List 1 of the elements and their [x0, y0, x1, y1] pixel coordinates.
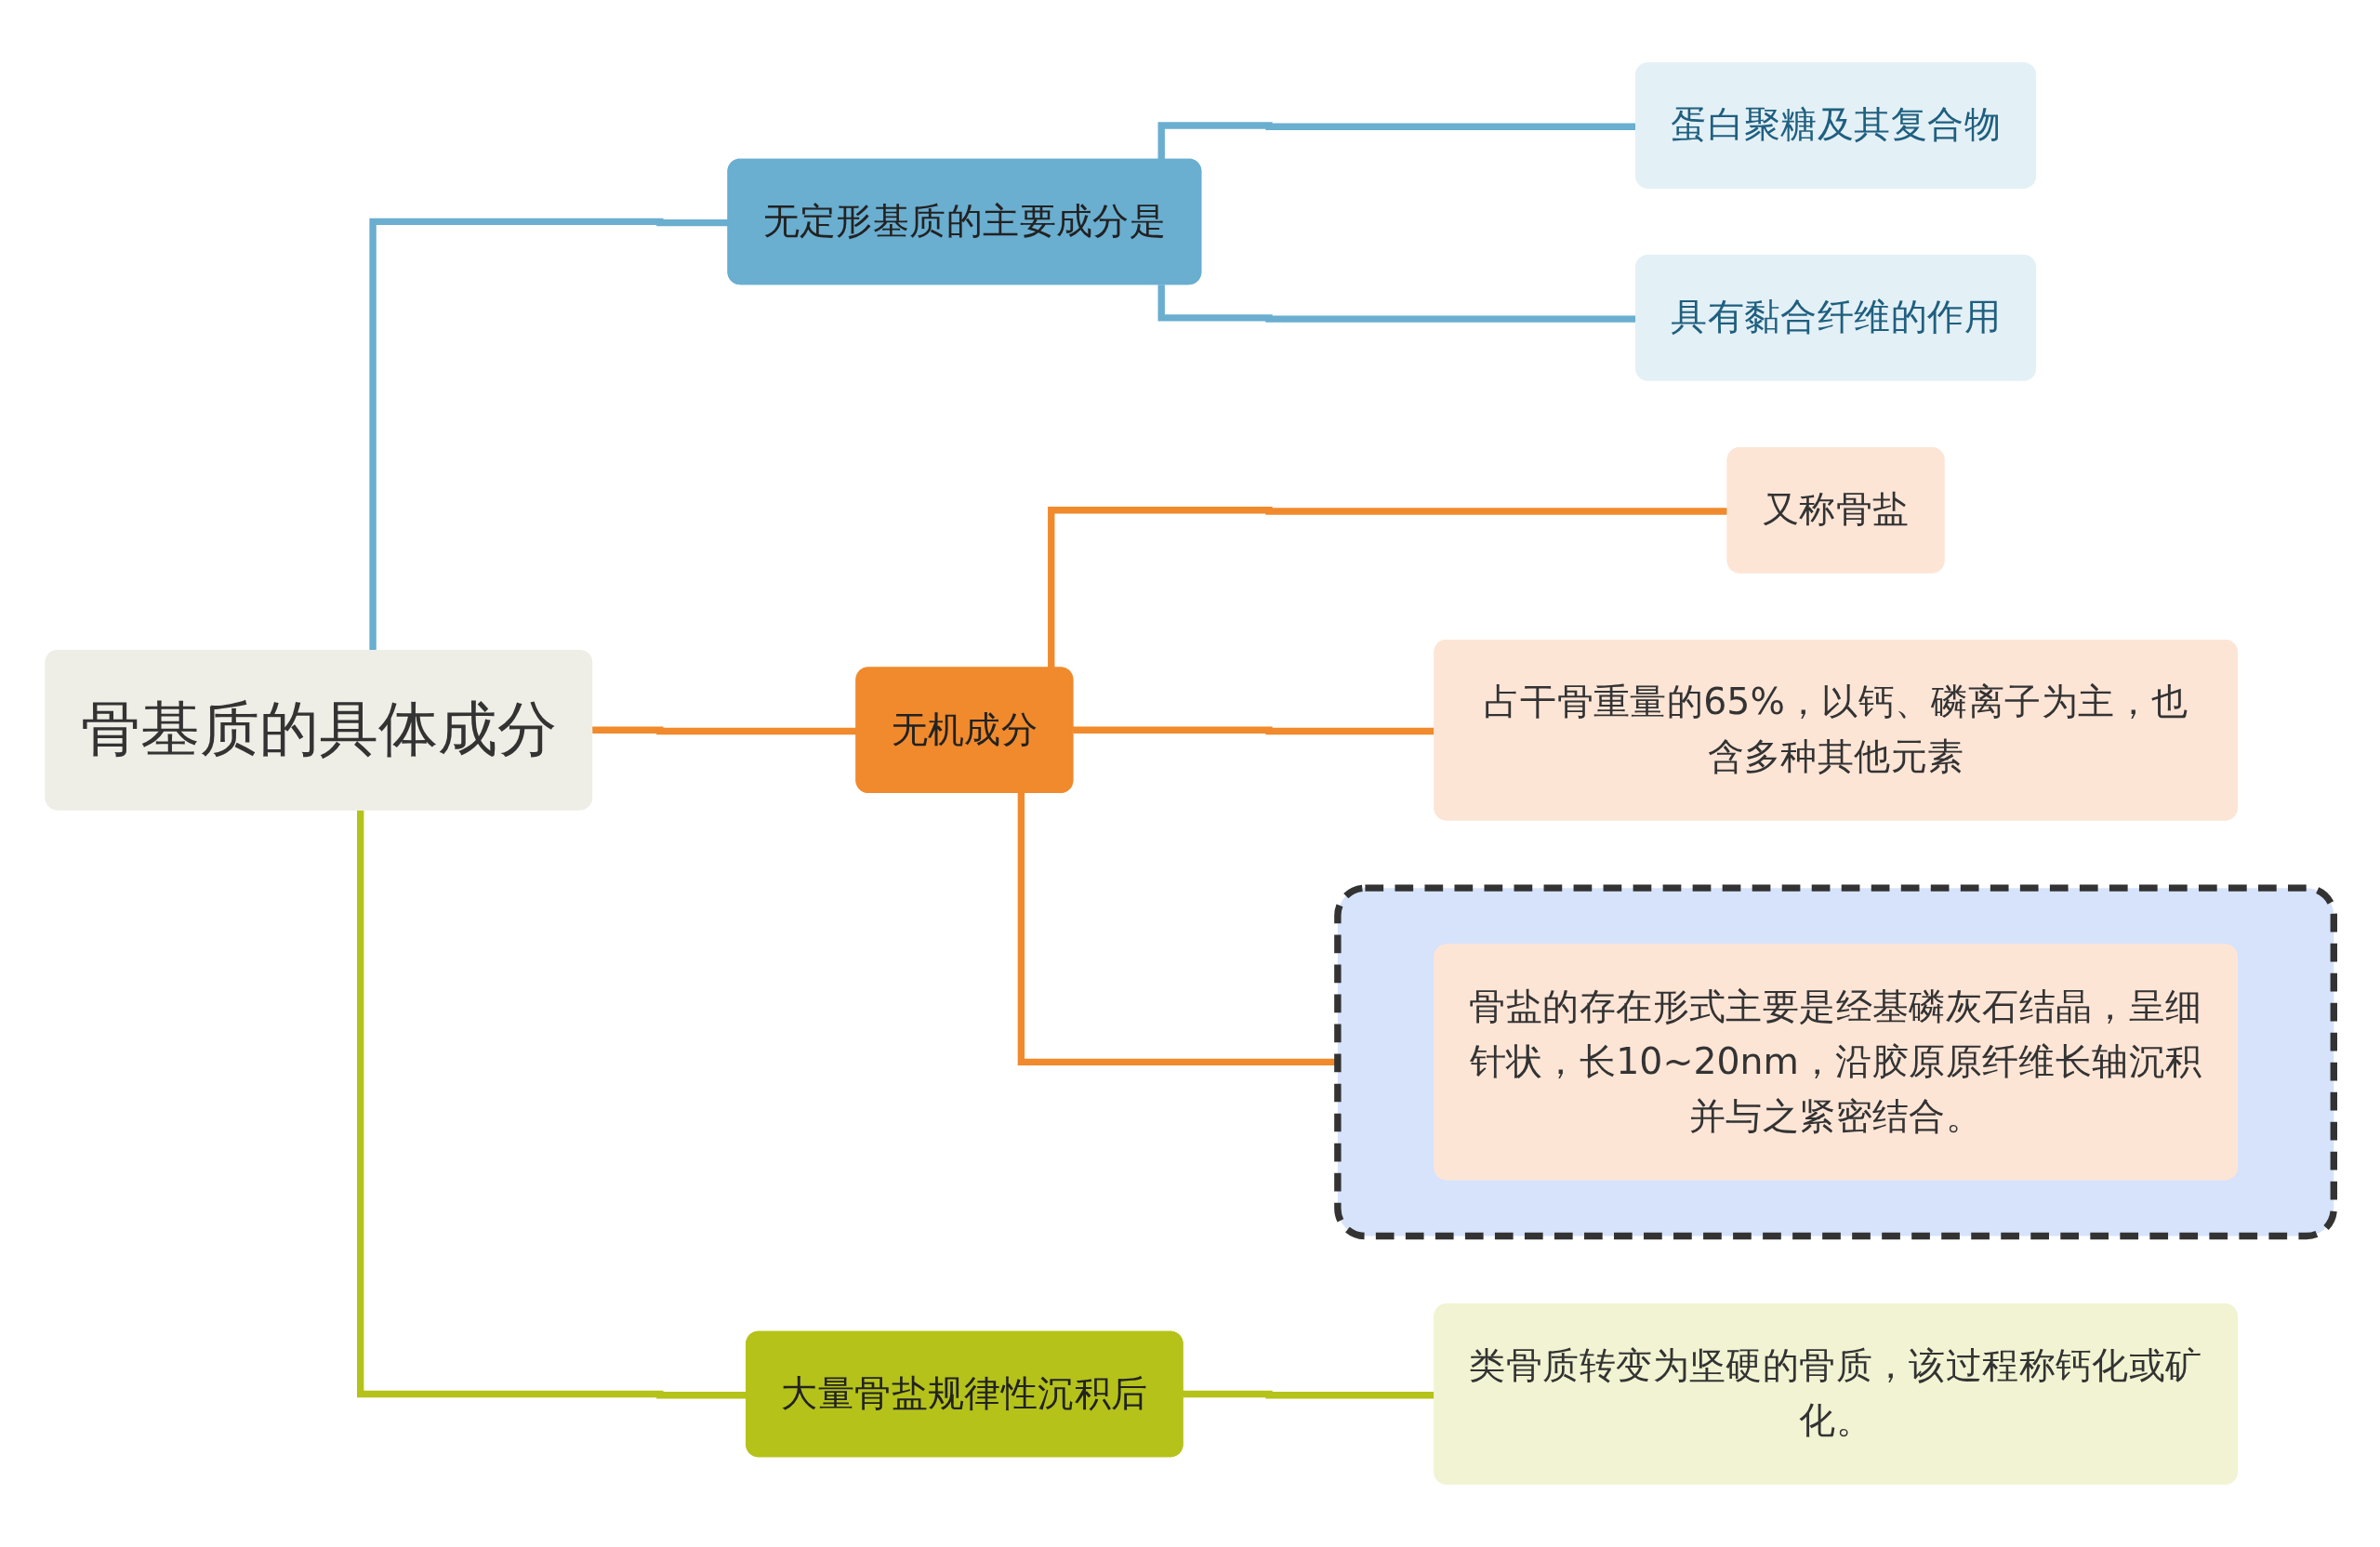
cluster — [1334, 884, 2337, 1240]
